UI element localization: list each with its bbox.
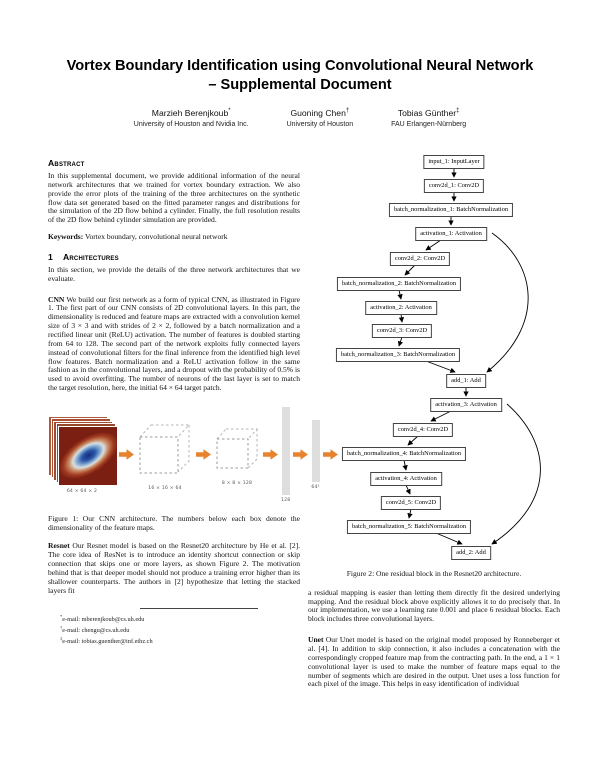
flow-node-add-1: add_1: Add	[446, 374, 486, 388]
dense-layer-bar	[311, 419, 320, 482]
input-flowfield-stack	[48, 415, 118, 486]
vortex-heatmap-image	[58, 425, 118, 486]
abstract-body: In this supplemental document, we provid…	[48, 171, 300, 225]
footnote-3: ‡e-mail: tobias.guenther@inf.ethz.ch	[60, 635, 300, 646]
section1-number: 1	[48, 251, 53, 262]
fig1-input-label: 64 × 64 × 2	[66, 488, 98, 494]
flow-node-add-2: add_2: Add	[451, 546, 491, 560]
author-2: Guoning Chen† University of Houston	[287, 108, 354, 128]
unet-body: Our Unet model is based on the original …	[308, 635, 560, 689]
unet-label: Unet	[308, 635, 324, 645]
author-2-affiliation: University of Houston	[286, 120, 354, 128]
author-2-name: Guoning Chen†	[287, 108, 354, 118]
footnote-rule	[140, 607, 258, 609]
flow-node-input-1: input_1: InputLayer	[423, 155, 485, 169]
vortex-heatmap-gradient	[59, 426, 117, 485]
author-2-name-text: Guoning Chen	[290, 108, 346, 119]
flow-node-batchnorm-3: batch_normalization_3: BatchNormalizatio…	[335, 348, 461, 362]
author-1-name-text: Marzieh Berenjkoub	[151, 108, 229, 119]
flow-node-activation-1: activation_1: Activation	[415, 227, 487, 241]
footnote-2-text: e-mail: chengu@cs.uh.edu	[62, 626, 130, 634]
section1-title: Architectures	[62, 251, 119, 262]
keywords-label: Keywords:	[48, 232, 84, 242]
flow-node-activation-4: activation_4: Activation	[370, 472, 442, 486]
author-1-marker: *	[228, 108, 231, 115]
footnote-1: *e-mail: mberenjkoub@cs.uh.edu	[60, 613, 300, 624]
author-2-marker: †	[345, 108, 350, 115]
flow-node-activation-2: activation_2: Activation	[365, 301, 437, 315]
orange-arrow-icon	[322, 449, 338, 461]
author-3-name-text: Tobias Günther	[397, 108, 457, 119]
flow-node-conv2d-2: conv2d_2: Conv2D	[389, 252, 451, 266]
footnotes: *e-mail: mberenjkoub@cs.uh.edu †e-mail: …	[60, 613, 300, 646]
flow-node-batchnorm-5: batch_normalization_5: BatchNormalizatio…	[346, 520, 472, 534]
author-1-affiliation: University of Houston and Nvidia Inc.	[133, 120, 249, 128]
orange-arrow-icon	[293, 449, 309, 461]
resnet-label: Resnet	[48, 541, 70, 551]
flow-node-activation-3: activation_3: Activation	[430, 398, 502, 412]
abstract-heading: Abstract	[48, 158, 85, 168]
unet-paragraph: Unet Our Unet model is based on the orig…	[308, 635, 560, 689]
figure1: 64 × 64 × 2 16 × 16 × 64	[48, 403, 338, 507]
left-column: Abstract In this supplemental document, …	[48, 148, 338, 697]
figure2-flowchart: input_1: InputLayer conv2d_1: Conv2D bat…	[308, 152, 558, 564]
flow-node-conv2d-5: conv2d_5: Conv2D	[380, 496, 442, 510]
orange-arrow-icon	[196, 449, 211, 461]
fig1-dense-bar2-item: 64²	[311, 419, 320, 490]
footnote-2: †e-mail: chengu@cs.uh.edu	[60, 624, 300, 635]
footnote-1-marker: *	[60, 613, 63, 619]
figure2-caption: Figure 2: One residual block in the Resn…	[346, 569, 522, 578]
paper-title-line2: – Supplemental Document	[208, 76, 392, 93]
cnn-body: We build our first network as a form of …	[48, 294, 300, 393]
flow-node-conv2d-3: conv2d_3: Conv2D	[371, 324, 433, 338]
resnet-paragraph: Resnet Our Resnet model is based on the …	[48, 542, 300, 595]
cnn-label: CNN	[48, 294, 65, 304]
author-1: Marzieh Berenjkoub* University of Housto…	[134, 108, 249, 128]
dense-layer-bar	[281, 406, 290, 495]
flow-node-conv2d-4: conv2d_4: Conv2D	[392, 423, 454, 437]
feature-map-box-3d	[139, 424, 191, 474]
fig1-dense-bar1-item: 128	[281, 406, 291, 503]
flowchart-edges	[397, 168, 541, 545]
fig1-featuremap-box1-item: 16 × 16 × 64	[137, 419, 193, 491]
flow-node-conv2d-1: conv2d_1: Conv2D	[423, 179, 485, 193]
right-column: input_1: InputLayer conv2d_1: Conv2D bat…	[308, 148, 560, 697]
author-block: Marzieh Berenjkoub* University of Housto…	[0, 108, 600, 128]
fig1-featuremap-box2-item: 8 × 8 × 128	[214, 424, 260, 486]
footnote-1-text: e-mail: mberenjkoub@cs.uh.edu	[62, 615, 145, 623]
fig1-box2-label: 8 × 8 × 128	[221, 480, 253, 486]
two-column-layout: Abstract In this supplemental document, …	[48, 148, 560, 697]
footnote-3-text: e-mail: tobias.guenther@inf.ethz.ch	[62, 637, 153, 645]
fig1-bar2-label: 64²	[311, 484, 320, 490]
author-3-marker: ‡	[456, 108, 460, 115]
figure1-diagram: 64 × 64 × 2 16 × 16 × 64	[48, 403, 338, 507]
footnote-3-marker: ‡	[60, 635, 63, 641]
author-1-name: Marzieh Berenjkoub*	[134, 108, 249, 118]
flow-node-batchnorm-4: batch_normalization_4: BatchNormalizatio…	[341, 447, 467, 461]
keywords-line: Keywords: Vortex boundary, convolutional…	[48, 232, 300, 242]
flow-node-batchnorm-2: batch_normalization_2: BatchNormalizatio…	[336, 277, 462, 291]
author-3: Tobias Günther‡ FAU Erlangen-Nürnberg	[391, 108, 466, 128]
resnet-body: Our Resnet model is based on the Resnet2…	[48, 541, 301, 595]
footnote-2-marker: †	[60, 624, 63, 630]
feature-map-box-3d	[216, 428, 259, 469]
paper-title-line1: Vortex Boundary Identification using Con…	[66, 58, 534, 74]
author-3-affiliation: FAU Erlangen-Nürnberg	[391, 120, 467, 128]
author-3-name: Tobias Günther‡	[391, 108, 466, 118]
orange-arrow-icon	[119, 449, 134, 461]
section1-intro: In this section, we provide the details …	[48, 264, 300, 283]
paper-header: Vortex Boundary Identification using Con…	[0, 57, 600, 128]
keywords-text: Vortex boundary, convolutional neural ne…	[84, 232, 228, 242]
section1-heading: 1 Architectures	[48, 252, 300, 262]
paper-title: Vortex Boundary Identification using Con…	[0, 57, 600, 94]
fig1-box1-label: 16 × 16 × 64	[148, 485, 182, 491]
flow-node-batchnorm-1: batch_normalization_1: BatchNormalizatio…	[388, 203, 514, 217]
orange-arrow-icon	[263, 449, 278, 461]
residual-paragraph: a residual mapping is easier than lettin…	[308, 587, 560, 624]
cnn-paragraph: CNN We build our first network as a form…	[48, 294, 300, 393]
figure1-caption: Figure 1: Our CNN architecture. The numb…	[48, 513, 300, 532]
fig1-input-stack-item: 64 × 64 × 2	[48, 415, 118, 494]
fig1-bar1-label: 128	[281, 497, 291, 503]
